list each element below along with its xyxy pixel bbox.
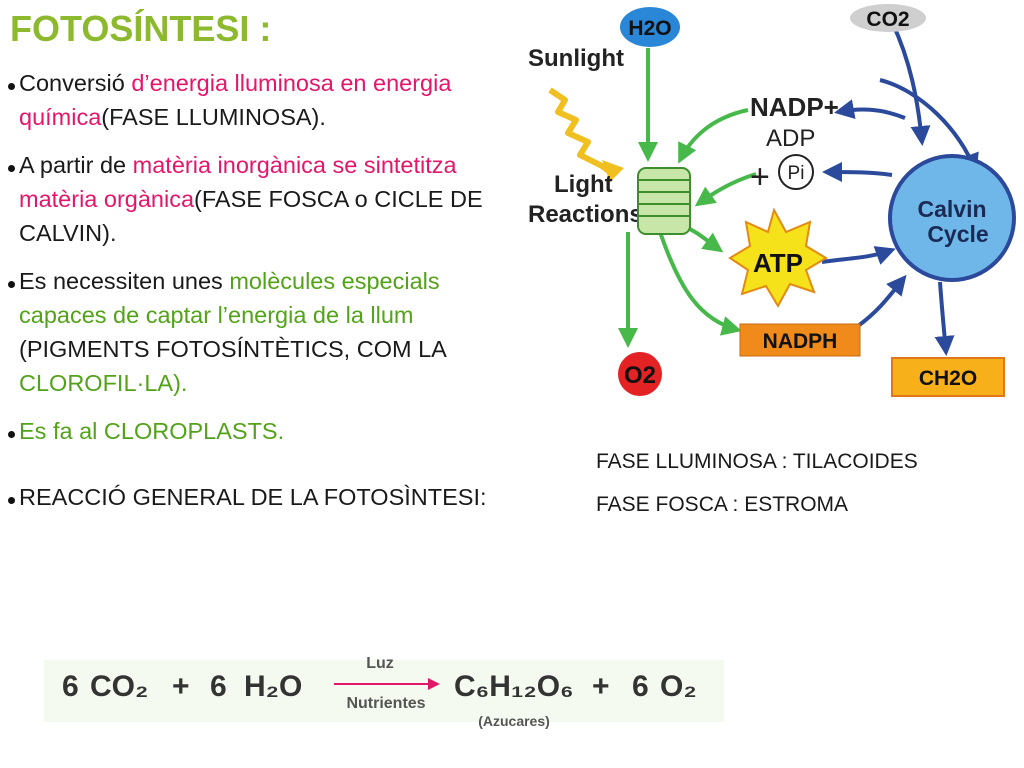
bullet-text: A partir de [19, 152, 133, 178]
thylakoid-stack [637, 167, 691, 235]
bullet-text-highlight: Es fa al CLOROPLASTS. [19, 418, 285, 444]
bullet-text: (FASE FOSCA o CICLE DE CALVIN). [19, 186, 483, 246]
equation-plus-1: + [172, 670, 190, 703]
equation-h2o: H₂O [244, 670, 302, 703]
photosynthesis-equation: 6 CO₂ + 6 H₂O C₆H₁₂O₆ + 6 O₂ Luz Nutrien… [44, 655, 724, 729]
bullet-dot [8, 165, 15, 172]
h2o-bubble [620, 7, 680, 47]
bullet-item: Es fa al CLOROPLASTS. [8, 414, 508, 448]
nadph-box [739, 323, 861, 357]
bullet-text: REACCIÓ GENERAL DE LA FOTOSÌNTESI: [19, 484, 487, 510]
ch2o-label: CH2O [919, 367, 977, 390]
equation-coef-o2: 6 [632, 670, 649, 703]
bullet-text: (PIGMENTS FOTOSÍNTÈTICS, COM LA [19, 336, 446, 362]
arrow-calvin-to-ch2o [934, 281, 955, 356]
sunlight-arrowhead [602, 160, 624, 182]
calvin-cycle-circle [888, 154, 1016, 282]
reaction-arrowhead [428, 678, 440, 690]
bullet-text-highlight: d’energia lluminosa en energia química [19, 70, 452, 130]
arrow-atp-to-calvin [821, 246, 896, 265]
light-phase-note: FASE LLUMINOSA : TILACOIDES [596, 450, 918, 473]
bullet-dot [8, 431, 15, 438]
equation-glucose-note: (Azucares) [478, 713, 550, 729]
equation-co2: CO₂ [90, 670, 148, 703]
arrow-adp-to-thylakoid [694, 172, 757, 207]
bullet-item: Conversió d’energia lluminosa en energia… [8, 66, 508, 134]
atp-label: ATP [753, 248, 803, 278]
nadp-label: NADP+ [750, 92, 839, 122]
dark-phase-note: FASE FOSCA : ESTROMA [596, 493, 849, 516]
sunlight-ray [548, 87, 612, 175]
bullet-item: REACCIÓ GENERAL DE LA FOTOSÌNTESI: [8, 480, 508, 514]
bullet-text-highlight: matèria inorgànica se sintetitza matèria… [19, 152, 457, 212]
arrow-calvin-to-nadp [834, 99, 906, 120]
bullet-item: A partir de matèria inorgànica se sintet… [8, 148, 508, 250]
equation-glucose: C₆H₁₂O₆ [454, 670, 574, 703]
atp-burst [728, 207, 828, 309]
bullet-dot [8, 497, 15, 504]
co2-label: CO2 [866, 8, 909, 31]
bullet-text-highlight: CLOROFIL·LA). [19, 370, 188, 396]
equation-background [44, 660, 724, 722]
calvin-label-1: Calvin [917, 196, 986, 222]
equation-arrow-top-label: Luz [366, 655, 394, 672]
bullet-text: (FASE LLUMINOSA). [101, 104, 326, 130]
photosynthesis-diagram: H2O CO2 Sunlight Light Reactions NADP+ A… [528, 4, 1016, 397]
arrow-nadph-to-calvin [856, 274, 907, 328]
light-reactions-label-1: Light [554, 171, 613, 198]
adp-label: ADP [766, 125, 815, 152]
pi-circle [778, 154, 814, 190]
o2-label: O2 [624, 362, 656, 389]
h2o-label: H2O [628, 17, 671, 40]
slide-title: FOTOSÍNTESI : [10, 8, 272, 49]
equation-o2: O₂ [660, 670, 697, 703]
nadph-label: NADPH [763, 330, 838, 353]
bullet-item: Es necessiten unes molècules especials c… [8, 264, 508, 400]
calvin-label-2: Cycle [927, 221, 988, 247]
bullet-dot [8, 281, 15, 288]
bullet-text: Es necessiten unes [19, 268, 230, 294]
arrow-to-nadph [658, 231, 742, 336]
pi-label: Pi [788, 163, 805, 184]
light-reactions-label-2: Reactions [528, 201, 643, 228]
equation-coef-h2o: 6 [210, 670, 227, 703]
plus-sign: + [750, 158, 770, 196]
bullet-list: Conversió d’energia lluminosa en energia… [8, 66, 508, 528]
sunlight-label: Sunlight [528, 45, 624, 72]
bullet-text-highlight: molècules especials capaces de captar l’… [19, 268, 440, 328]
ch2o-box [891, 357, 1005, 397]
equation-arrow-bottom-label: Nutrientes [346, 695, 425, 712]
arrow-co2-to-calvin [890, 21, 931, 146]
equation-plus-2: + [592, 670, 610, 703]
bullet-text: Conversió [19, 70, 132, 96]
o2-circle [618, 352, 662, 396]
bullet-dot [8, 83, 15, 90]
equation-coef-co2: 6 [62, 670, 79, 703]
arrow-calvin-to-adp [822, 162, 893, 183]
arrow-nadp-to-thylakoid [678, 108, 749, 164]
co2-bubble [850, 4, 926, 32]
